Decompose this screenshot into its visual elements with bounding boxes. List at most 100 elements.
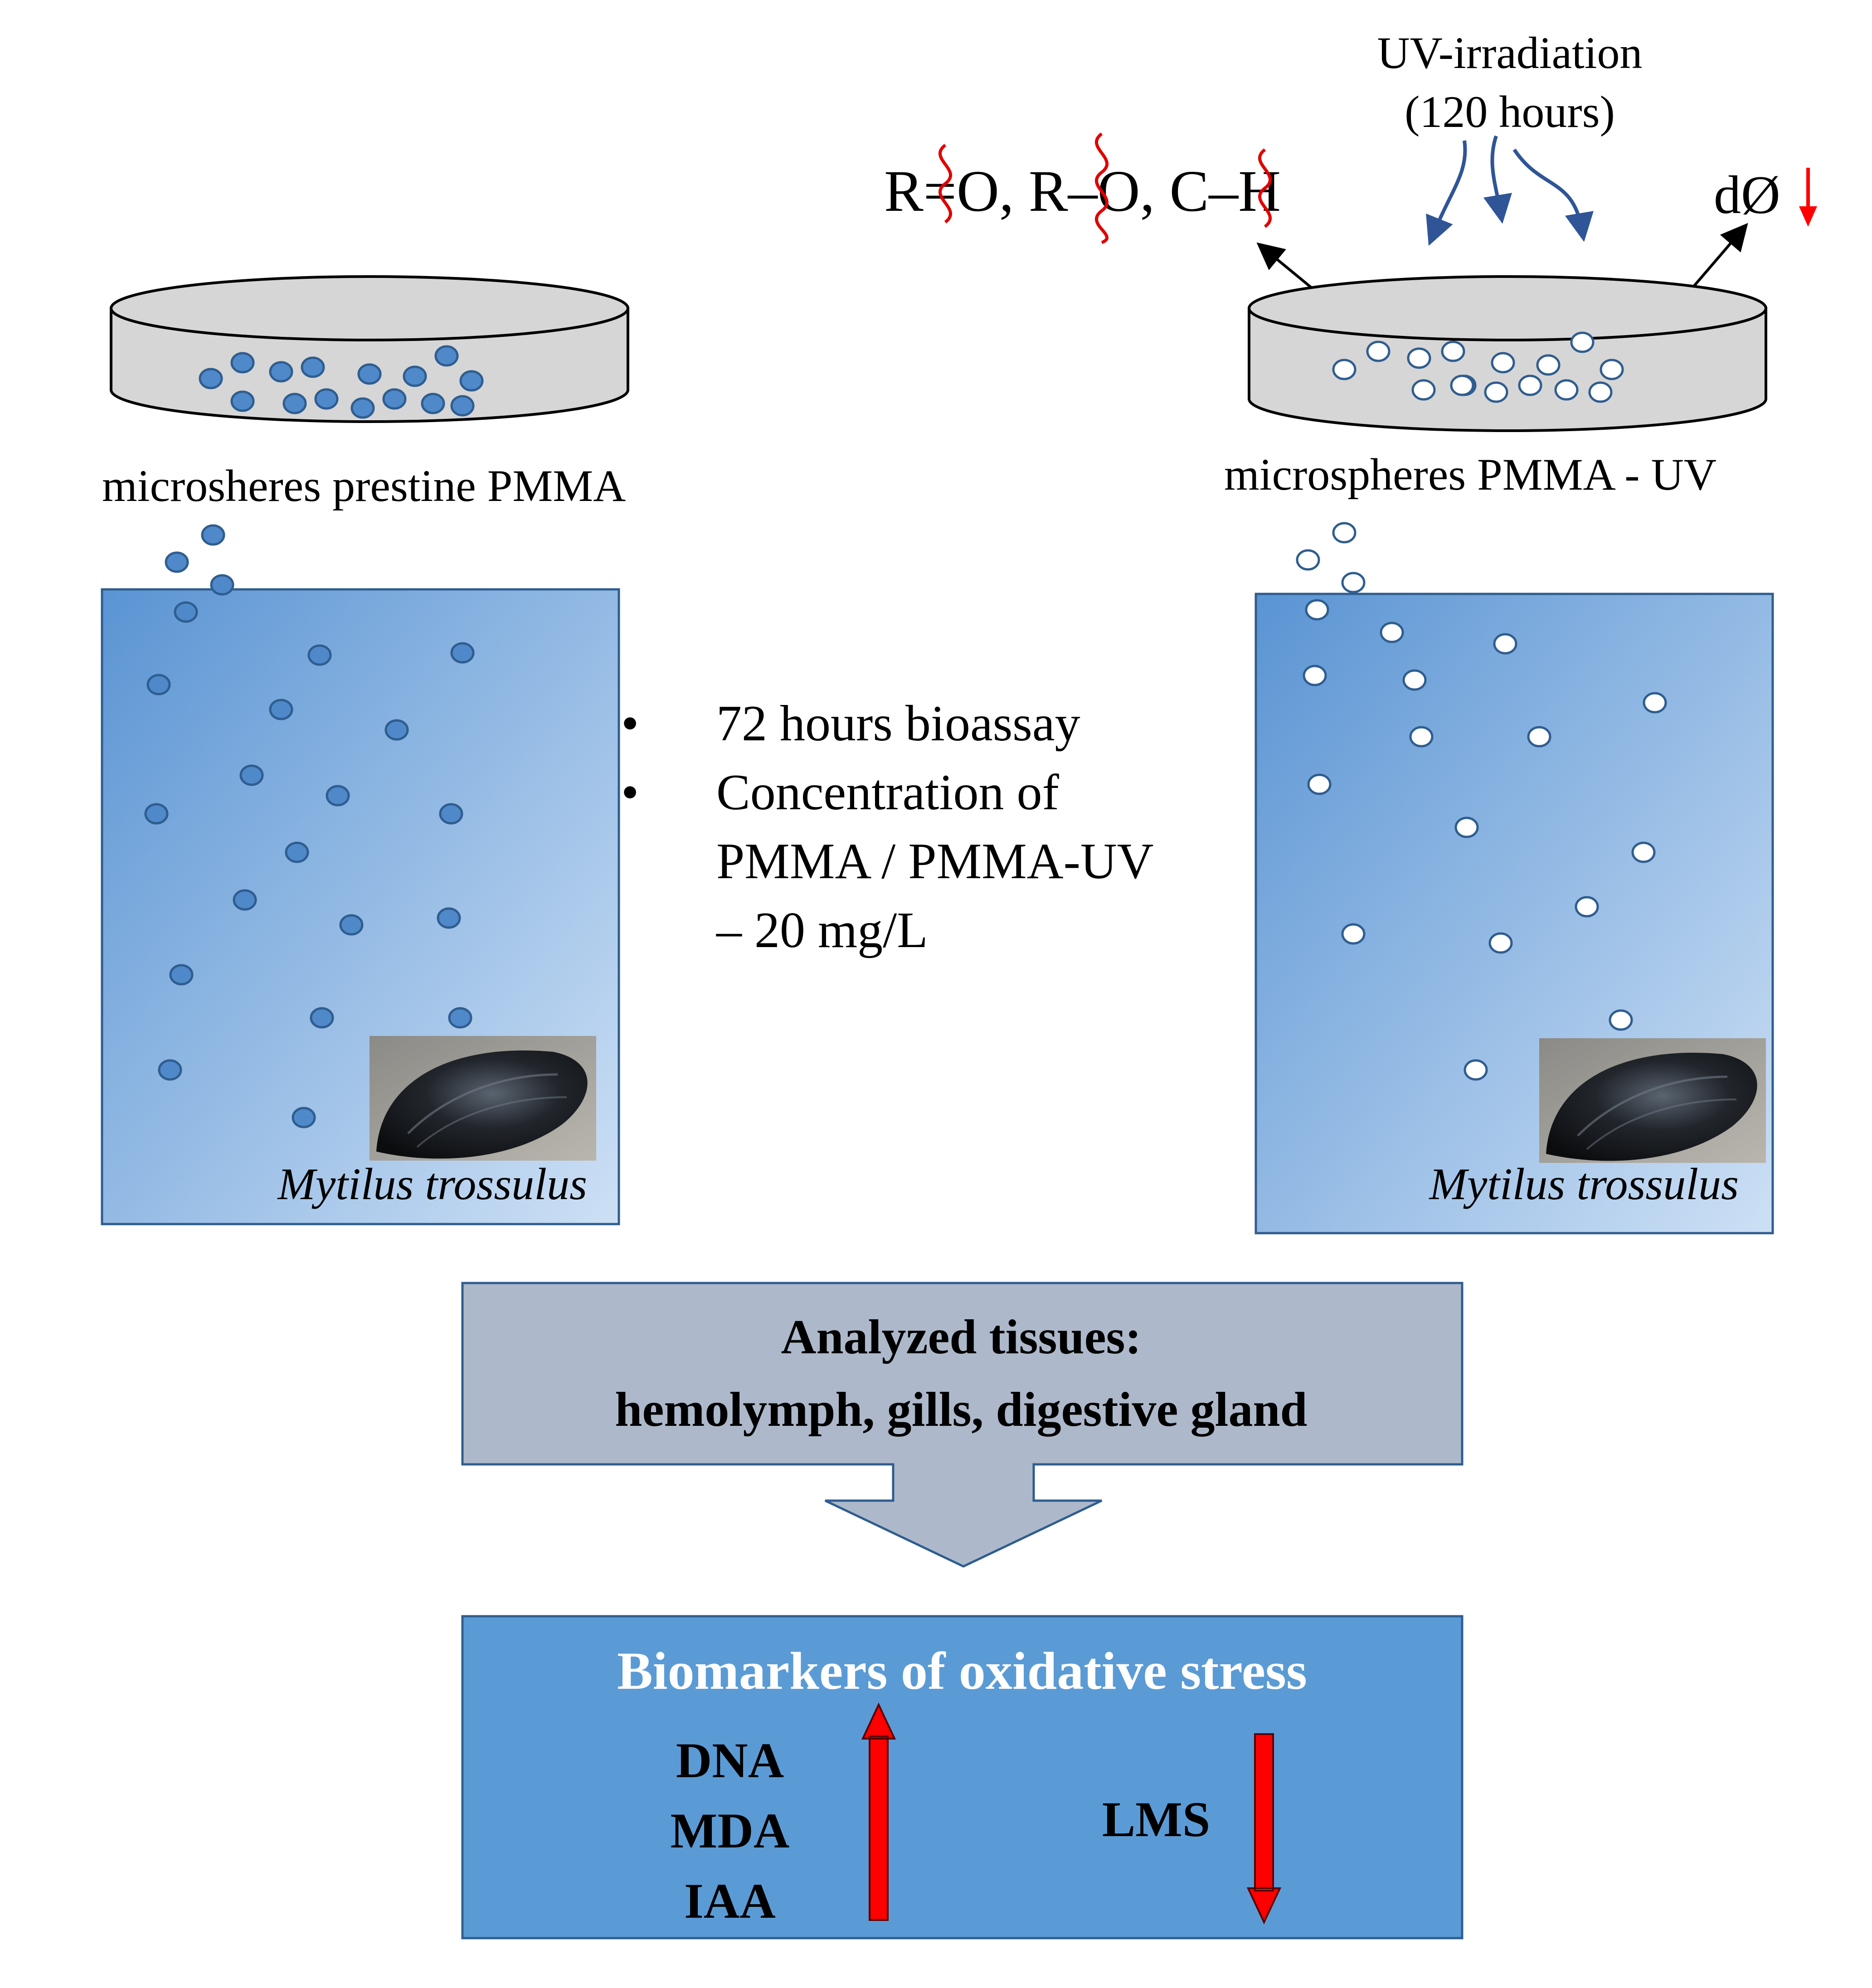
microsphere-uv [1411,379,1436,401]
microsphere-uv [1332,522,1357,544]
species-label-right: Mytilus trossulus [1429,1159,1739,1209]
microsphere-uv [1450,374,1474,396]
microsphere-uv [1454,817,1479,838]
microsphere-pristine [292,1107,316,1128]
microsphere-uv [1407,347,1431,369]
microsphere-pristine [165,551,189,573]
dish-caption-uv: microspheres PMMA - UV [1224,449,1716,500]
tank-pristine: Mytilus trossulus [101,588,620,1225]
microsphere-uv [1303,665,1327,686]
biomarkers-title: Biomarkers of oxidative stress [617,1641,1307,1701]
microsphere-pristine [199,368,223,389]
dish-particles-pristine [199,345,484,419]
microsphere-pristine [434,345,459,367]
microsphere-pristine [448,1007,472,1029]
bullet: • [621,764,639,821]
microsphere-uv [1554,379,1579,401]
microsphere-pristine [230,352,255,374]
uv-rays [1426,135,1594,246]
mussel-photo-left [370,1036,596,1161]
biomarkers-box: Biomarkers of oxidative stress DNA MDA I… [461,1615,1464,1939]
uv-label-line2: (120 hours) [1405,87,1615,137]
microsphere-pristine [307,644,332,666]
biomarker-lms: LMS [1102,1792,1210,1847]
condition-concentration-line2: PMMA / PMMA-UV [716,833,1154,889]
microsphere-pristine [350,397,375,419]
microsphere-uv [1631,841,1656,863]
microsphere-uv [1464,1059,1488,1081]
microsphere-uv [1441,340,1465,362]
condition-concentration-line1: Concentration of [716,764,1059,821]
diameter-decrease-arrow [1799,168,1817,227]
microsphere-uv [1307,773,1332,795]
microsphere-uv [1488,932,1513,954]
microsphere-pristine [450,395,475,417]
microsphere-uv [1493,633,1517,655]
tank-uv: Mytilus trossulus [1254,593,1774,1235]
bioassay-conditions: • 72 hours bioassay • Concentration of P… [621,689,1247,965]
microsphere-uv [1341,572,1366,593]
analyzed-tissues-arrow-box [461,1282,1464,1568]
microsphere-uv [1518,374,1542,396]
microsphere-uv [1643,692,1667,714]
microsphere-pristine [310,1007,334,1029]
condition-duration-text: 72 hours bioassay [716,695,1080,752]
microsphere-pristine [384,719,409,741]
microsphere-pristine [450,642,475,664]
microsphere-uv [1570,331,1595,353]
microsphere-uv [1484,381,1508,403]
tank-particles-pristine [144,524,475,1128]
species-label-left: Mytilus trossulus [277,1159,587,1209]
microsphere-pristine [301,356,325,378]
microsphere-pristine [382,388,407,410]
mussel-photo-right [1539,1038,1766,1163]
dish-particles-uv [1332,331,1624,403]
biomarker-iaa: IAA [684,1873,776,1929]
increase-arrow [861,1702,896,1921]
microsphere-pristine [285,841,309,863]
microsphere-pristine [239,764,264,786]
microsphere-pristine [421,393,445,414]
microsphere-pristine [439,803,463,825]
biomarker-mda: MDA [671,1803,790,1858]
microsphere-uv [1332,359,1357,380]
microsphere-pristine [459,370,484,392]
microsphere-uv [1491,352,1515,374]
microsphere-pristine [210,574,234,596]
uv-label-line1: UV-irradiation [1377,28,1642,78]
microsphere-pristine [269,361,293,383]
microsphere-pristine [146,674,171,695]
bond-labels: R=O, R–O, C–H [884,132,1281,244]
microsphere-pristine [158,1059,182,1081]
microsphere-uv [1600,359,1624,380]
microsphere-uv [1609,1009,1633,1031]
microsphere-pristine [169,964,194,986]
microsphere-pristine [144,803,169,825]
analyzed-tissues: Analyzed tissues: hemolymph, gills, dige… [462,1283,1460,1464]
microsphere-uv [1296,549,1320,571]
microsphere-uv [1341,923,1366,945]
biomarker-dna: DNA [676,1733,784,1788]
microsphere-pristine [233,889,257,911]
condition-concentration-line3: – 20 mg/L [716,902,928,958]
bond-ro-double: R=O, [884,159,1029,224]
uv-ray-3 [1512,148,1594,242]
uv-ray-1 [1426,140,1467,246]
bond-break-1 [938,144,952,224]
microsphere-pristine [269,699,293,720]
microsphere-pristine [174,601,198,623]
microsphere-uv [1527,726,1551,748]
microsphere-pristine [314,388,339,410]
microsphere-uv [1380,622,1404,643]
bond-break-3 [1258,148,1272,228]
microsphere-uv [1305,599,1329,621]
microsphere-pristine [339,914,364,936]
analyzed-tissues-heading: Analyzed tissues: [781,1310,1142,1364]
microsphere-pristine [201,524,225,546]
microsphere-pristine [326,785,350,807]
microsphere-uv [1366,340,1391,362]
condition-item-concentration: • Concentration of PMMA / PMMA-UV – 20 m… [621,758,1247,965]
bond-break-2 [1095,132,1109,244]
microsphere-uv [1402,669,1427,691]
